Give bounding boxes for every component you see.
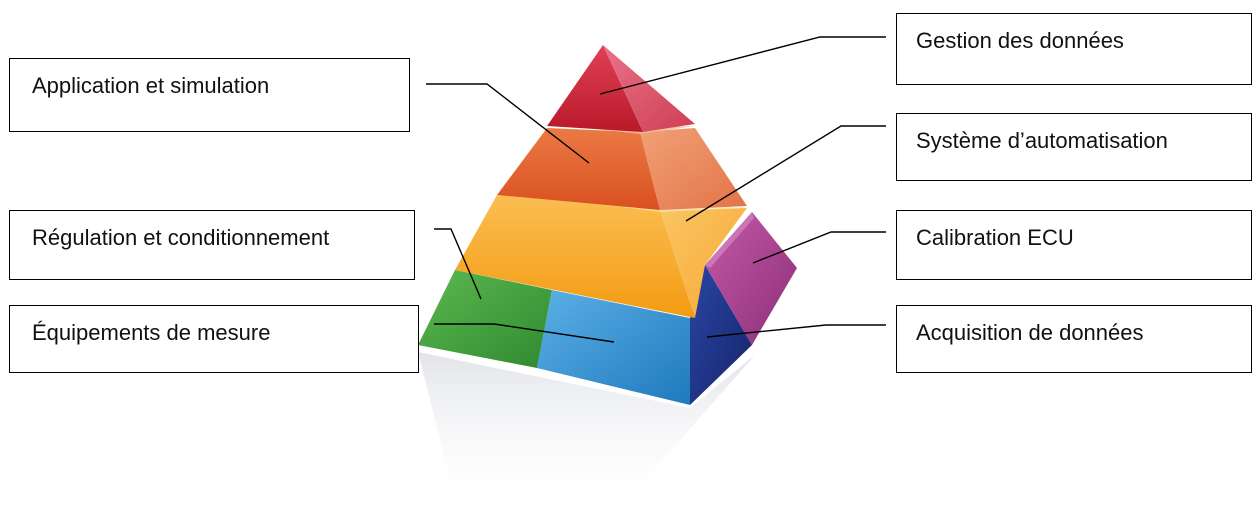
tier-green	[418, 270, 552, 368]
connector-acquisition	[706, 324, 886, 338]
label-calibration-text: Calibration ECU	[916, 225, 1074, 250]
connector-gestion	[599, 36, 886, 95]
tier-red	[547, 45, 643, 132]
label-calibration-ecu: Calibration ECU	[896, 210, 1252, 280]
label-systeme-automatisation: Système d’automatisation	[896, 113, 1252, 181]
tier-red-right	[603, 45, 695, 132]
label-application-simulation: Application et simulation	[9, 58, 410, 132]
label-application-text: Application et simulation	[32, 73, 270, 98]
connector-regulation	[434, 228, 482, 300]
tier-blue	[537, 290, 690, 405]
label-acquisition-donnees: Acquisition de données	[896, 305, 1252, 373]
tier-orange	[497, 128, 660, 210]
label-regulation-conditionnement: Régulation et conditionnement	[9, 210, 415, 280]
tier-yellow-right	[660, 208, 747, 318]
label-gestion-text: Gestion des données	[916, 28, 1124, 53]
connector-calibration	[752, 231, 886, 264]
tier-orange-right	[640, 128, 747, 210]
tier-purple-top	[705, 212, 754, 268]
label-regulation-text: Régulation et conditionnement	[32, 225, 330, 250]
connector-systeme	[685, 125, 886, 222]
label-gestion-donnees: Gestion des données	[896, 13, 1252, 85]
label-systeme-text: Système d’automatisation	[916, 128, 1168, 153]
label-equipements-mesure: Équipements de mesure	[9, 305, 419, 373]
tier-yellow	[455, 195, 695, 318]
connector-lines	[426, 36, 886, 343]
connector-equipements	[434, 323, 615, 343]
connector-application	[426, 83, 590, 164]
pyramid-reflection	[418, 352, 755, 520]
label-acquisition-text: Acquisition de données	[916, 320, 1144, 345]
label-equipements-text: Équipements de mesure	[32, 320, 271, 345]
